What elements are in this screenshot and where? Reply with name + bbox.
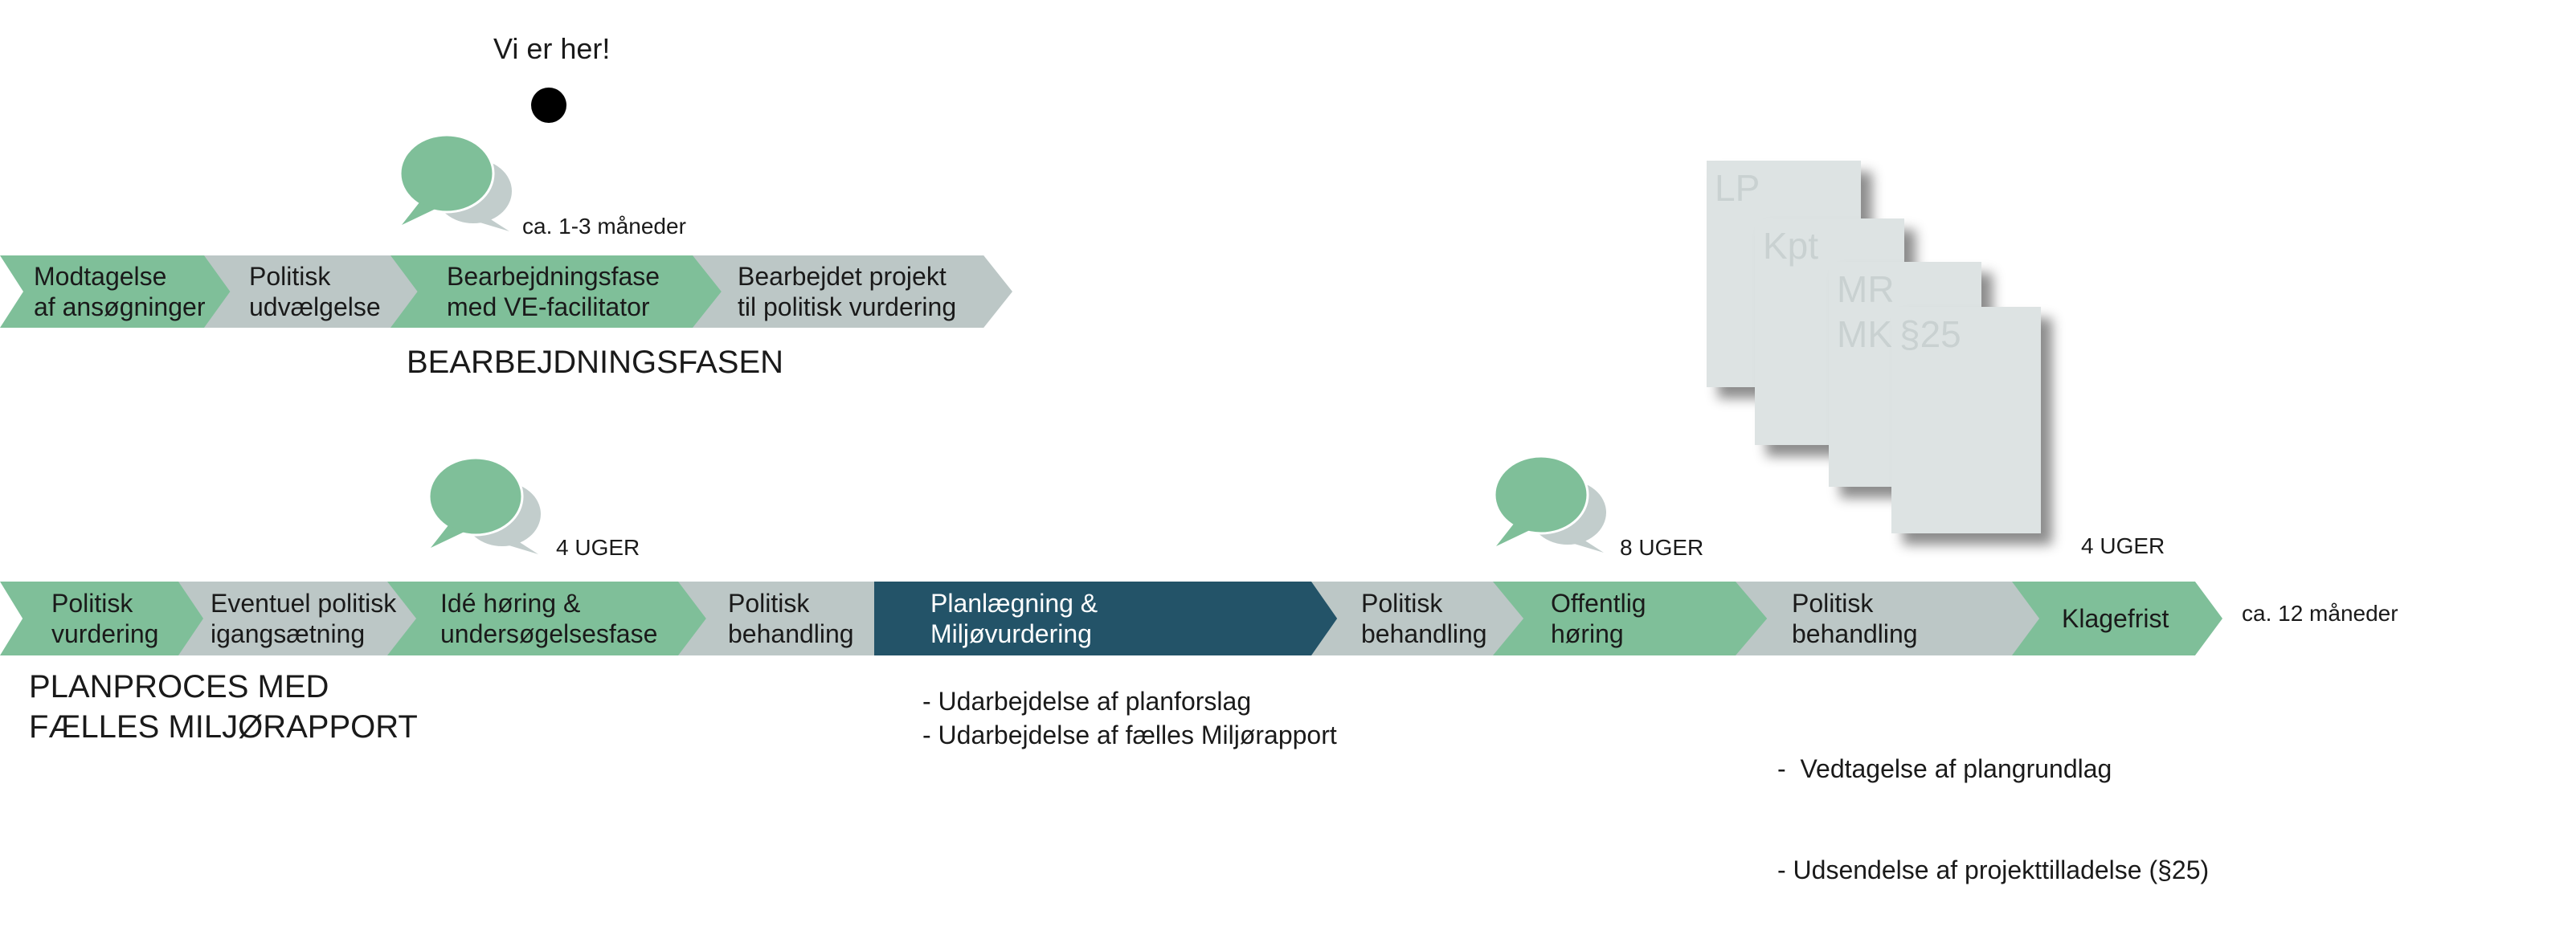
step-label: Idé høring & undersøgelsesfase: [440, 589, 658, 648]
phase1-title: BEARBEJDNINGSFASEN: [407, 345, 784, 380]
duration-label: 4 UGER: [2081, 533, 2165, 558]
phase2-step: Politisk behandling: [678, 582, 911, 655]
final-notes: - Vedtagelse af plangrundlag - Udsendels…: [1777, 684, 2209, 921]
total-duration: ca. 12 måneder: [2242, 601, 2398, 626]
phase2-step: Eventuel politisk igangsætning: [178, 582, 427, 655]
current-position-label: Vi er her!: [493, 32, 611, 65]
phase2-step: Politisk behandling: [1736, 582, 2051, 655]
duration-label: 8 UGER: [1620, 535, 1704, 560]
step-label: Bearbejdningsfase med VE-facilitator: [447, 262, 660, 321]
step-label: Politisk udvælgelse: [249, 262, 381, 321]
phase2-step-highlight: Planlægning & Miljøvurdering: [874, 582, 1345, 655]
speech-bubbles-icon: [399, 133, 512, 231]
note-item: - Udsendelse af projekttilladelse (§25): [1777, 855, 2210, 884]
note-item: - Udarbejdelse af planforslag: [922, 687, 1252, 716]
step-label: Offentlig høring: [1551, 589, 1646, 648]
phase2-title: PLANPROCES MED FÆLLES MILJØRAPPORT: [29, 669, 418, 745]
phase1-step: Modtagelse af ansøgninger: [0, 255, 233, 328]
note-item: - Udarbejdelse af fælles Miljørapport: [922, 721, 1337, 749]
speech-bubbles-icon: [427, 456, 541, 554]
step-label: Bearbejdet projekt til politisk vurderin…: [738, 262, 957, 321]
step-label: Politisk behandling: [728, 589, 854, 648]
phase2-step: Politisk behandling: [1311, 582, 1527, 655]
step-label: Politisk vurdering: [51, 589, 159, 648]
document-sheet: §25: [1891, 307, 2041, 533]
step-label: Politisk behandling: [1792, 589, 1918, 648]
step-label: Klagefrist: [2062, 604, 2169, 633]
speech-bubbles-icon: [1493, 455, 1606, 553]
phase2-step: Politisk vurdering: [0, 582, 206, 655]
step-label: Politisk behandling: [1361, 589, 1487, 648]
phase1-duration: ca. 1-3 måneder: [522, 214, 686, 239]
step-label: Eventuel politisk igangsætning: [211, 589, 397, 648]
phase2-step: Offentlig høring: [1493, 582, 1771, 655]
phase2-step: Idé høring & undersøgelsesfase: [387, 582, 709, 655]
phase1-step: Bearbejdet projekt til politisk vurderin…: [693, 255, 1012, 328]
step-label: Planlægning & Miljøvurdering: [930, 589, 1098, 648]
step-label: Modtagelse af ansøgninger: [34, 262, 206, 321]
phase1-step: Politisk udvælgelse: [204, 255, 421, 328]
note-item: - Vedtagelse af plangrundlag: [1777, 754, 2112, 783]
phase1-step: Bearbejdningsfase med VE-facilitator: [390, 255, 728, 328]
duration-label: 4 UGER: [556, 535, 640, 560]
planning-notes: - Udarbejdelse af planforslag - Udarbejd…: [922, 684, 1337, 752]
current-position-dot: [531, 88, 566, 123]
phase2-step: Klagefrist: [2012, 582, 2222, 655]
